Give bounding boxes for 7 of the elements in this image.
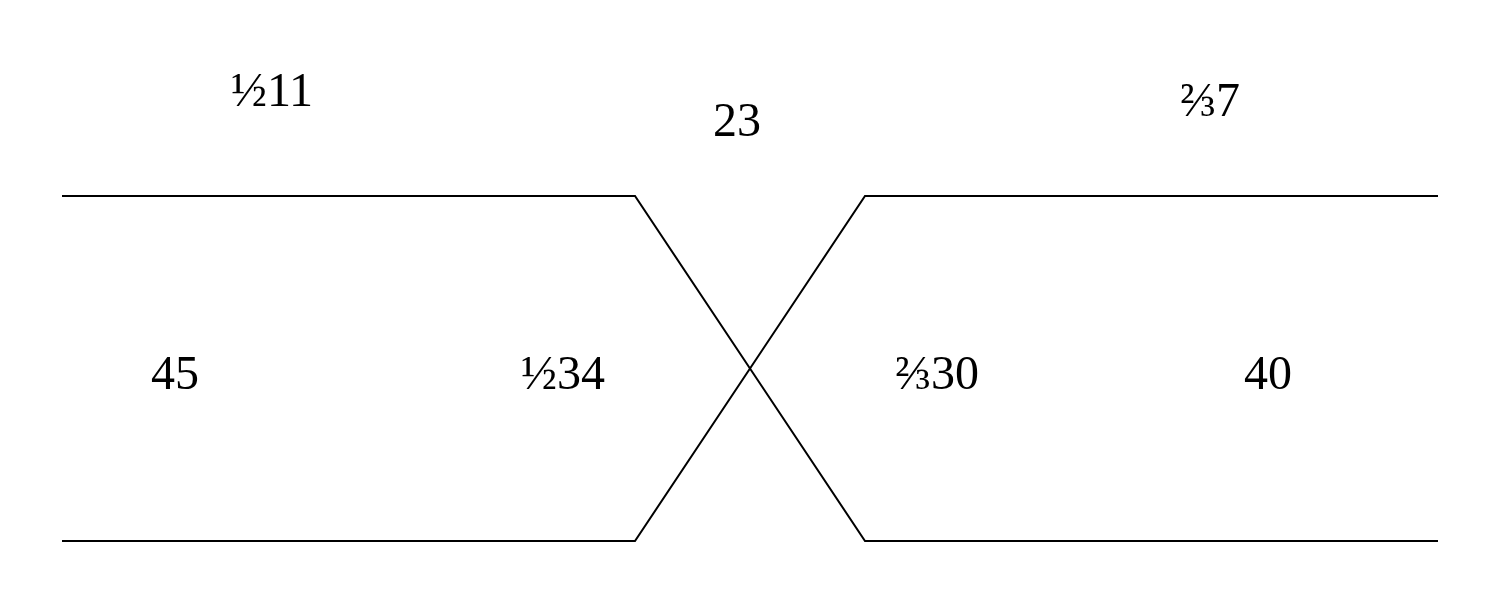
region-label: ⅔30 xyxy=(895,349,979,397)
region-label: ½11 xyxy=(230,66,314,114)
region-label: 23 xyxy=(713,96,761,144)
region-label: ½34 xyxy=(521,349,605,397)
region-label: 45 xyxy=(151,349,199,397)
region-label: 40 xyxy=(1244,349,1292,397)
region-label: ⅔7 xyxy=(1180,76,1240,124)
